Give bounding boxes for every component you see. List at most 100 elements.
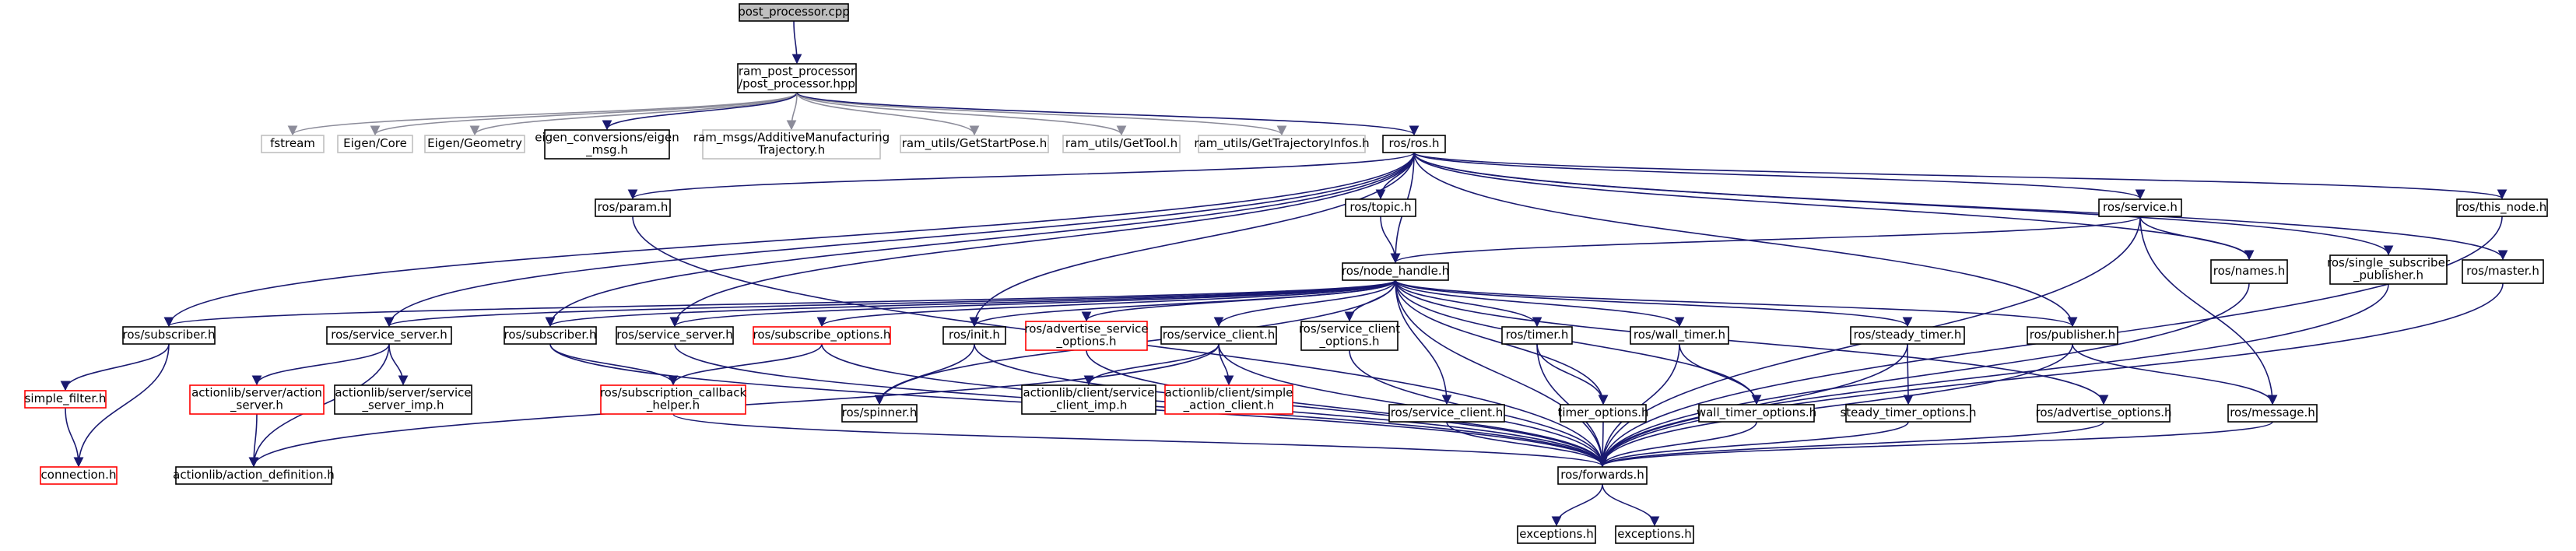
edge-ros-h-to-ros-service-server-mid [669,152,1415,328]
node-label: steady_timer_options.h [1840,405,1976,420]
node-get-traj-infos: ram_utils/GetTrajectoryInfos.h [1194,135,1370,153]
node-exceptions-2[interactable]: exceptions.h [1615,525,1694,544]
node-ros-subscriber-left[interactable]: ros/subscriber.h [122,326,216,345]
edge-path [2139,216,2255,261]
node-steady-timer-options[interactable]: steady_timer_options.h [1840,404,1977,423]
node-ros-advertise-options[interactable]: ros/advertise_options.h [2036,404,2172,423]
edges-layer [60,20,2508,527]
edge-path [65,407,84,468]
node-simple-filter[interactable]: simple_filter.h [24,390,107,409]
edge-ros-service-to-ros-names [2139,216,2255,261]
node-box [2037,404,2171,423]
edge-path [796,92,1127,136]
edge-ros-node-handle-to-ros-adv-service-opts [1081,279,1396,322]
edge-path [163,152,1415,328]
edge-path [1551,483,1603,527]
node-ros-sub-callback-helper[interactable]: ros/subscription_callback_helper.h [600,384,747,415]
edge-path [164,279,1396,328]
edge-ram-pp-hpp-to-fstream [287,92,798,136]
node-label: ros/service_client.h [1391,405,1504,420]
node-al-action-definition[interactable]: actionlib/action_definition.h [173,466,335,485]
node-ros-init[interactable]: ros/init.h [942,326,1006,345]
edge-simple-filter-to-connection [65,407,84,468]
edge-ros-node-handle-to-ros-subscriber-left [164,279,1396,328]
edge-ros-h-to-ros-service-server-left [384,152,1415,328]
edge-path [1446,421,1608,468]
node-ros-message[interactable]: ros/message.h [2227,404,2318,423]
edge-ros-h-to-ros-init [969,152,1415,328]
node-al-client-service-imp[interactable]: actionlib/client/service_client_imp.h [1021,384,1156,415]
node-ros-wall-timer[interactable]: ros/wall_timer.h [1630,326,1729,345]
node-ros-service-client[interactable]: ros/service_client.h [1160,326,1277,345]
node-label: ros/node_handle.h [1342,264,1449,279]
edge-ros-node-handle-to-ros-service-server-mid [669,279,1396,328]
node-box [2329,254,2448,285]
node-box [2027,326,2118,345]
node-ros-adv-service-opts[interactable]: ros/advertise_service_options.h [1024,321,1149,351]
node-al-client-simple[interactable]: actionlib/client/simple_action_client.h [1164,384,1293,415]
node-label: Eigen/Core [343,136,407,150]
node-eigen-conv[interactable]: eigen_conversions/eigen_msg.h [535,129,679,160]
node-ros-topic[interactable]: ros/topic.h [1345,198,1416,217]
edge-path [1597,421,2104,468]
node-label: Eigen/Geometry [427,136,522,150]
node-box [1630,326,1729,345]
node-timer-options[interactable]: timer_options.h [1557,404,1649,423]
node-ros-timer[interactable]: ros/timer.h [1501,326,1573,345]
node-label: ros/master.h [2466,264,2539,278]
edge-ros-wall-timer-to-wall-timer-options [1679,343,1762,405]
node-ros-publisher[interactable]: ros/publisher.h [2027,326,2118,345]
node-ros-service-client-opts[interactable]: ros/service_client_options.h [1299,321,1400,351]
node-ros-steady-timer[interactable]: ros/steady_timer.h [1850,326,1965,345]
edge-path [2139,216,2278,405]
node-ros-service-client-2[interactable]: ros/service_client.h [1388,404,1505,423]
edge-path [1395,279,1452,405]
node-label: ros/ros.h [1389,136,1440,150]
node-al-service-server-imp[interactable]: actionlib/server/service_server_imp.h [334,384,472,415]
node-ros-forwards[interactable]: ros/forwards.h [1557,466,1648,485]
node-label: Trajectory.h [757,143,825,157]
edge-ros-h-to-ros-publisher [1413,152,2078,328]
node-al-action-server[interactable]: actionlib/server/action_server.h [189,384,325,415]
node-ros-param[interactable]: ros/param.h [595,198,671,217]
node-ros-names[interactable]: ros/names.h [2210,259,2288,284]
node-post-processor-cpp[interactable]: post_processor.cpp [738,3,850,22]
node-box [504,326,597,345]
node-ros-h[interactable]: ros/ros.h [1382,135,1446,153]
node-ram-msgs-amt: ram_msgs/AdditiveManufacturingTrajectory… [693,129,890,160]
node-ros-service-server-mid[interactable]: ros/service_server.h [616,326,734,345]
node-box [753,326,891,345]
node-box [1501,326,1573,345]
edge-ros-subscriber-left-to-connection [73,343,170,468]
edge-path [1413,152,2146,200]
node-ros-subscriber-mid[interactable]: ros/subscriber.h [504,326,597,345]
node-exceptions-1[interactable]: exceptions.h [1517,525,1596,544]
node-ros-node-handle[interactable]: ros/node_handle.h [1342,262,1449,281]
node-ros-single-sub-pub[interactable]: ros/single_subscriber_publisher.h [2327,254,2451,285]
node-label: ros/subscriber.h [123,328,216,342]
edge-ros-publisher-to-ros-forwards [1597,343,2073,468]
node-label: _action_client.h [1183,398,1275,413]
node-ros-service-server-left[interactable]: ros/service_server.h [326,326,452,345]
node-box [189,384,325,415]
node-label: timer_options.h [1557,405,1648,420]
edge-path [546,279,1396,328]
edge-path [669,152,1415,328]
node-ros-subscribe-options[interactable]: ros/subscribe_options.h [753,326,891,345]
node-label: wall_timer_options.h [1697,405,1816,420]
edge-path [1903,343,1914,405]
edge-ros-master-to-ros-forwards [1597,283,2504,468]
node-ram-pp-hpp[interactable]: ram_post_processor/post_processor.hpp [737,63,857,93]
node-ros-master[interactable]: ros/master.h [2462,259,2544,284]
node-wall-timer-options[interactable]: wall_timer_options.h [1697,404,1816,423]
node-label: ros/publisher.h [2030,328,2115,342]
node-label: ros/topic.h [1349,200,1411,214]
edge-ros-names-to-ros-forwards [1597,283,2250,468]
node-label: ros/service_server.h [616,328,733,342]
node-ros-service[interactable]: ros/service.h [2098,198,2182,217]
edge-path [1602,483,1660,527]
edge-ros-h-to-ros-subscriber-left [163,152,1415,328]
node-ros-spinner[interactable]: ros/spinner.h [841,404,918,423]
node-connection[interactable]: connection.h [40,466,118,485]
node-ros-this-node[interactable]: ros/this_node.h [2456,198,2548,217]
